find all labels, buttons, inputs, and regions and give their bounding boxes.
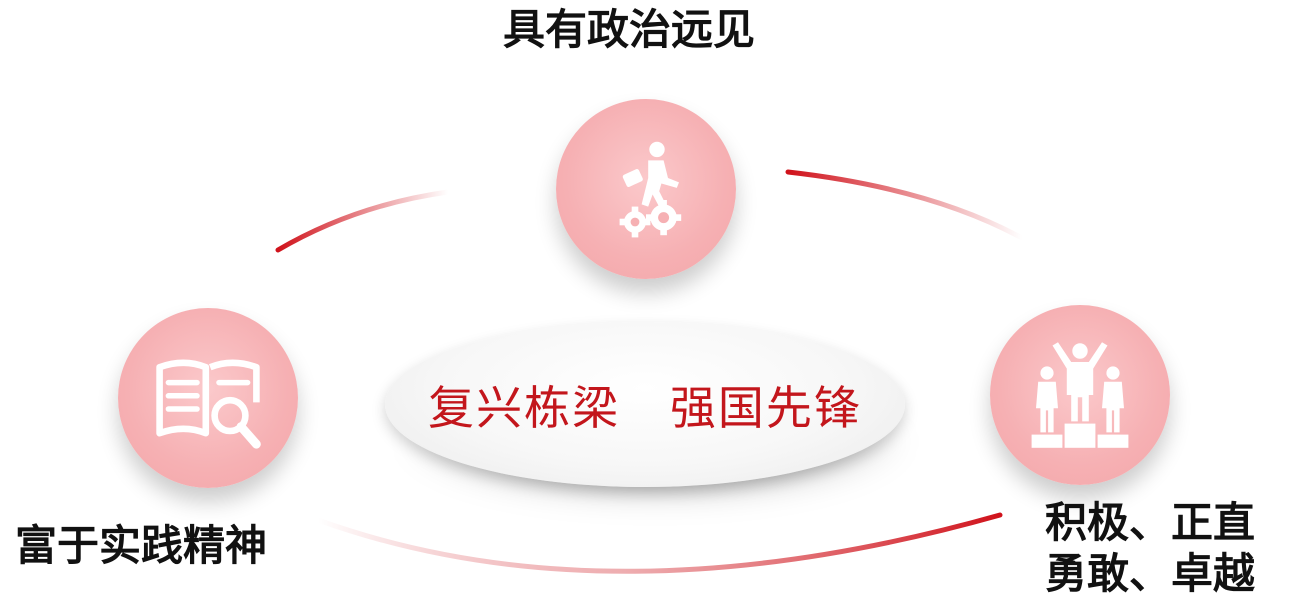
top-node-label: 具有政治远见 [503, 5, 756, 54]
left-node-label: 富于实践精神 [15, 521, 268, 570]
businessman-climbing-gears-icon [619, 141, 682, 238]
left-node-circle [118, 308, 298, 488]
arc-bottom [315, 512, 1003, 574]
center-slogan-container: 复兴栋梁 强国先锋 [385, 322, 905, 512]
center-ellipse: 复兴栋梁 强国先锋 [385, 322, 905, 487]
right-node-label-line2: 勇敢、卓越 [1045, 549, 1256, 599]
winners-podium-icon [1031, 342, 1129, 448]
right-node-label-line1: 积极、正直 [1045, 498, 1256, 547]
open-book-magnifier-icon [156, 359, 261, 449]
center-slogan: 复兴栋梁 强国先锋 [428, 380, 862, 435]
top-node-circle [556, 99, 736, 279]
arc-top-right [785, 169, 1025, 241]
right-node-circle [990, 305, 1170, 485]
right-node-label: 积极、正直 勇敢、卓越 [1045, 497, 1255, 599]
arc-left-top [275, 189, 451, 253]
